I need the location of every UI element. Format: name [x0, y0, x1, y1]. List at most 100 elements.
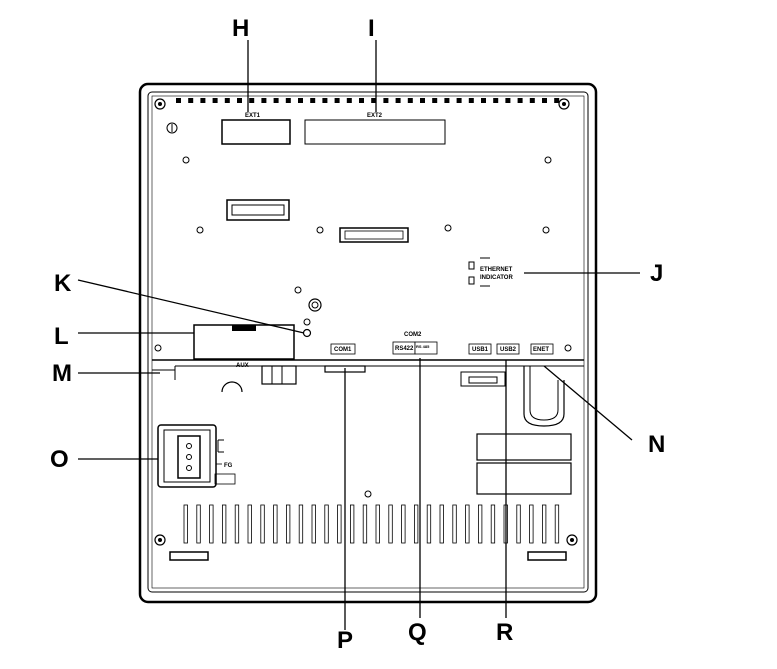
mounting-hole	[154, 344, 162, 352]
label-plates	[476, 433, 572, 495]
com2-label: COM2	[404, 332, 422, 338]
vent-slot	[349, 504, 355, 544]
vent-slot	[481, 98, 486, 103]
vent-slot	[542, 504, 547, 544]
corner-screws	[154, 98, 578, 546]
mounting-hole	[182, 156, 190, 164]
vent-slot	[426, 504, 432, 544]
mounting-hole	[444, 224, 452, 232]
usb2-label: USB2	[500, 347, 517, 353]
vent-slot	[542, 98, 547, 103]
screw-center	[562, 102, 566, 106]
aux-connector	[221, 365, 297, 393]
vent-slot	[298, 98, 303, 103]
mounting-hole	[544, 156, 552, 164]
mounting-holes	[154, 156, 572, 498]
vent-slot	[465, 504, 470, 544]
com2-rs422-label: RS422	[395, 346, 414, 352]
mounting-hole	[316, 226, 324, 234]
vent-slot	[456, 98, 462, 103]
screw-center	[158, 102, 162, 106]
vent-slot	[359, 98, 364, 103]
vent-slot	[439, 504, 444, 544]
screw-icon	[154, 534, 166, 546]
usb1-label: USB1	[472, 347, 489, 353]
vent-slot	[221, 504, 227, 544]
ext1-label: EXT1	[245, 113, 261, 119]
vent-slot	[468, 98, 474, 103]
vent-slot	[529, 98, 535, 103]
rotary-dial-icon	[308, 298, 322, 312]
leader-lines	[77, 40, 640, 630]
vent-slot	[493, 98, 499, 103]
power-terminal: FG	[157, 424, 236, 488]
callout-p: P	[337, 627, 353, 654]
vent-slot	[517, 98, 523, 103]
com1-port: COM1	[324, 343, 366, 373]
callout-i: I	[368, 15, 375, 42]
callout-l: L	[54, 323, 69, 350]
fg-label: FG	[224, 463, 233, 469]
vent-slot	[196, 504, 201, 544]
vent-slot	[311, 504, 316, 544]
vent-slot	[477, 504, 483, 544]
ethernet-indicator: ETHERNET INDICATOR	[468, 257, 513, 287]
mounting-hole	[294, 286, 302, 294]
port-shelf: AUX	[152, 359, 584, 380]
vent-slot	[200, 98, 206, 103]
vent-slot	[529, 504, 534, 544]
vent-slot	[324, 504, 329, 544]
vent-slot	[554, 98, 560, 103]
vent-slot	[407, 98, 413, 103]
screw-icon	[558, 98, 570, 110]
vent-slot	[212, 98, 218, 103]
vent-slot	[554, 504, 560, 544]
callout-h: H	[232, 15, 249, 42]
battery-cover	[193, 324, 295, 360]
vent-slot	[490, 504, 496, 544]
vent-slot	[375, 504, 380, 544]
bottom-feet	[169, 551, 567, 561]
callout-k: K	[54, 270, 72, 297]
vent-slot	[209, 504, 214, 544]
screw-center	[570, 538, 574, 542]
ext1-slot: EXT1	[221, 113, 291, 145]
usb1-port: USB1	[468, 343, 492, 355]
vent-slot	[310, 98, 316, 103]
screw-icon	[566, 534, 578, 546]
vent-slot	[261, 98, 267, 103]
vent-slot	[183, 504, 188, 544]
vent-slot	[273, 98, 279, 103]
internal-connector-2	[339, 227, 409, 243]
vent-slot	[346, 98, 352, 103]
mounting-hole	[564, 344, 572, 352]
vent-slot	[444, 98, 450, 103]
vent-slot	[362, 504, 368, 544]
vent-slot	[371, 98, 377, 103]
ethernet-port: ENET	[523, 343, 565, 427]
callout-n: N	[648, 431, 665, 458]
callout-m: M	[52, 360, 72, 387]
vent-slot	[247, 504, 252, 544]
vent-slot	[516, 504, 521, 544]
vent-slot	[188, 98, 194, 103]
screw-center	[158, 538, 162, 542]
vent-slot	[334, 98, 340, 103]
ext2-slot: EXT2	[304, 113, 446, 145]
callout-r: R	[496, 619, 513, 646]
vent-slot	[224, 98, 230, 103]
bottom-vent-slots	[183, 504, 560, 544]
vent-slot	[505, 98, 511, 103]
ethernet-indicator-label-1: ETHERNET	[480, 267, 513, 273]
ground-icon	[166, 122, 178, 134]
ethernet-indicator-label-2: INDICATOR	[480, 275, 513, 281]
callout-letters: H I J K L M N O P Q R	[50, 15, 665, 654]
vent-slot	[237, 98, 242, 103]
callout-o: O	[50, 446, 69, 473]
ext2-label: EXT2	[367, 113, 383, 119]
vent-slot	[260, 504, 265, 544]
ethernet-port-label: ENET	[533, 347, 549, 353]
vent-slot	[298, 504, 304, 544]
mounting-hole	[364, 490, 372, 498]
